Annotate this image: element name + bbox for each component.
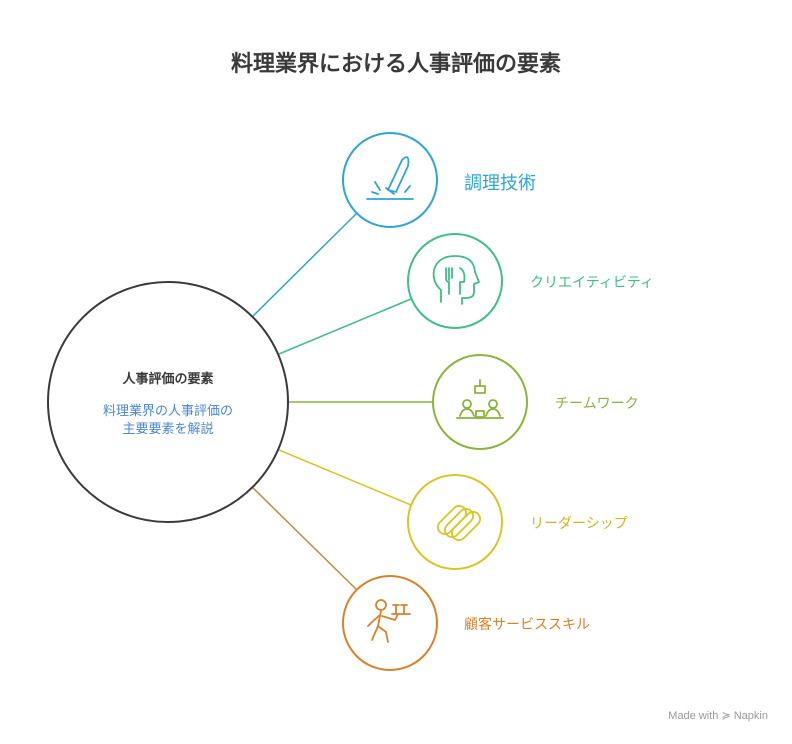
node-circle-leadership — [407, 474, 503, 570]
node-circle-customer-service — [342, 575, 438, 671]
team-table-icon — [456, 379, 504, 419]
connector-creativity — [278, 298, 412, 355]
node-label-cooking: 調理技術 — [464, 173, 536, 194]
node-circle-cooking — [342, 132, 438, 228]
center-description-line: 主要要素を解説 — [122, 422, 214, 437]
waiter-serving-icon — [367, 599, 411, 643]
napkin-watermark: Made with ≽ Napkin — [668, 710, 768, 722]
connector-leadership — [278, 449, 412, 506]
node-label-teamwork: チームワーク — [555, 396, 639, 412]
center-description-line: 料理業界の人事評価の — [102, 404, 233, 419]
connector-customer-service — [252, 487, 359, 592]
connector-cooking — [252, 211, 359, 317]
knife-cutting-icon — [366, 156, 414, 200]
node-circle-teamwork — [432, 354, 528, 450]
node-circle-creativity — [407, 233, 503, 329]
page-title: 料理業界における人事評価の要素 — [230, 52, 561, 77]
node-label-creativity: クリエイティビティ — [530, 275, 655, 291]
head-fork-knife-icon — [432, 255, 480, 305]
center-description: 料理業界の人事評価の 主要要素を解説 — [48, 403, 288, 439]
node-label-customer-service: 顧客サービススキル — [464, 617, 590, 633]
center-title: 人事評価の要素 — [122, 372, 214, 387]
node-label-leadership: リーダーシップ — [530, 516, 628, 532]
center-circle — [47, 281, 289, 523]
stacked-cards-icon — [437, 505, 481, 541]
